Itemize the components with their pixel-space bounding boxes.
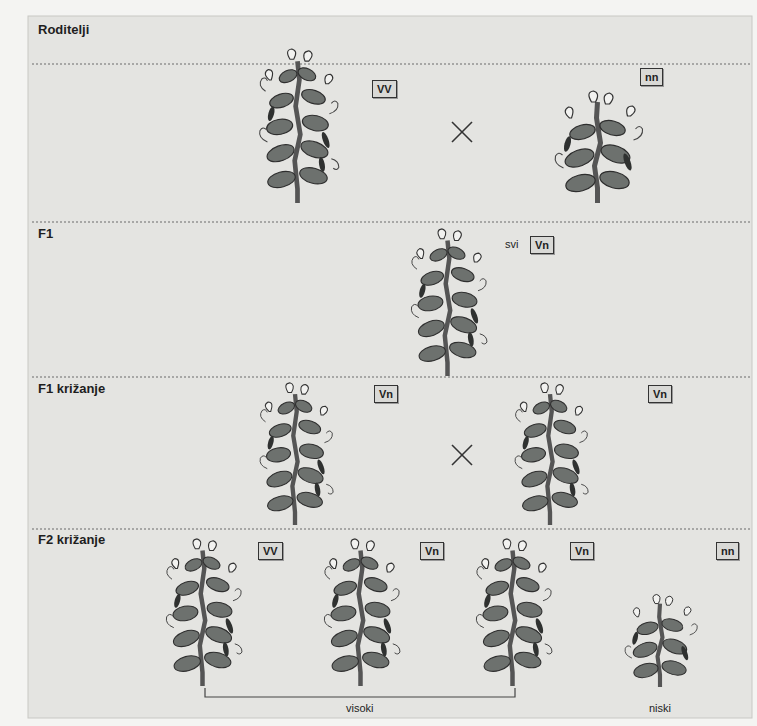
genotype-text: Vn bbox=[653, 387, 667, 401]
tall-pea-plant bbox=[411, 229, 487, 376]
genotype-box: Vn bbox=[420, 542, 444, 560]
row-heading: Roditelji bbox=[38, 22, 89, 37]
genotype-text: Vn bbox=[535, 238, 549, 252]
genotype-text: Vn bbox=[575, 544, 589, 558]
genotype-box: Vn bbox=[648, 385, 672, 403]
tall-pea-plant bbox=[476, 539, 552, 686]
note-text: svi bbox=[505, 238, 518, 250]
genotype-box: VV bbox=[258, 542, 283, 560]
genotype-box: Vn bbox=[374, 385, 398, 403]
tall-pea-plant bbox=[324, 539, 400, 686]
genotype-box: Vn bbox=[530, 236, 554, 254]
row-heading: F1 bbox=[38, 226, 53, 241]
row-heading: F1 križanje bbox=[38, 381, 105, 396]
group-bracket bbox=[205, 688, 515, 697]
phenotype-label: visoki bbox=[346, 702, 374, 714]
tall-pea-plant bbox=[515, 383, 588, 525]
genotype-text: nn bbox=[645, 70, 658, 84]
genotype-text: VV bbox=[263, 544, 278, 558]
genotype-text: Vn bbox=[425, 544, 439, 558]
genotype-box: Vn bbox=[570, 542, 594, 560]
tall-pea-plant bbox=[166, 539, 242, 686]
genotype-text: VV bbox=[377, 82, 392, 96]
tall-pea-plant bbox=[260, 49, 339, 203]
short-pea-plant bbox=[625, 594, 697, 687]
genotype-text: Vn bbox=[379, 387, 393, 401]
tall-pea-plant bbox=[260, 383, 333, 525]
row-heading: F2 križanje bbox=[38, 532, 105, 547]
genotype-box: VV bbox=[372, 80, 397, 98]
phenotype-label: niski bbox=[649, 702, 671, 714]
cross-sign bbox=[452, 445, 472, 465]
genotype-text: nn bbox=[721, 544, 734, 558]
short-pea-plant bbox=[555, 91, 642, 203]
cross-sign bbox=[452, 122, 472, 142]
genotype-box: nn bbox=[640, 68, 663, 86]
genotype-box: nn bbox=[716, 542, 739, 560]
